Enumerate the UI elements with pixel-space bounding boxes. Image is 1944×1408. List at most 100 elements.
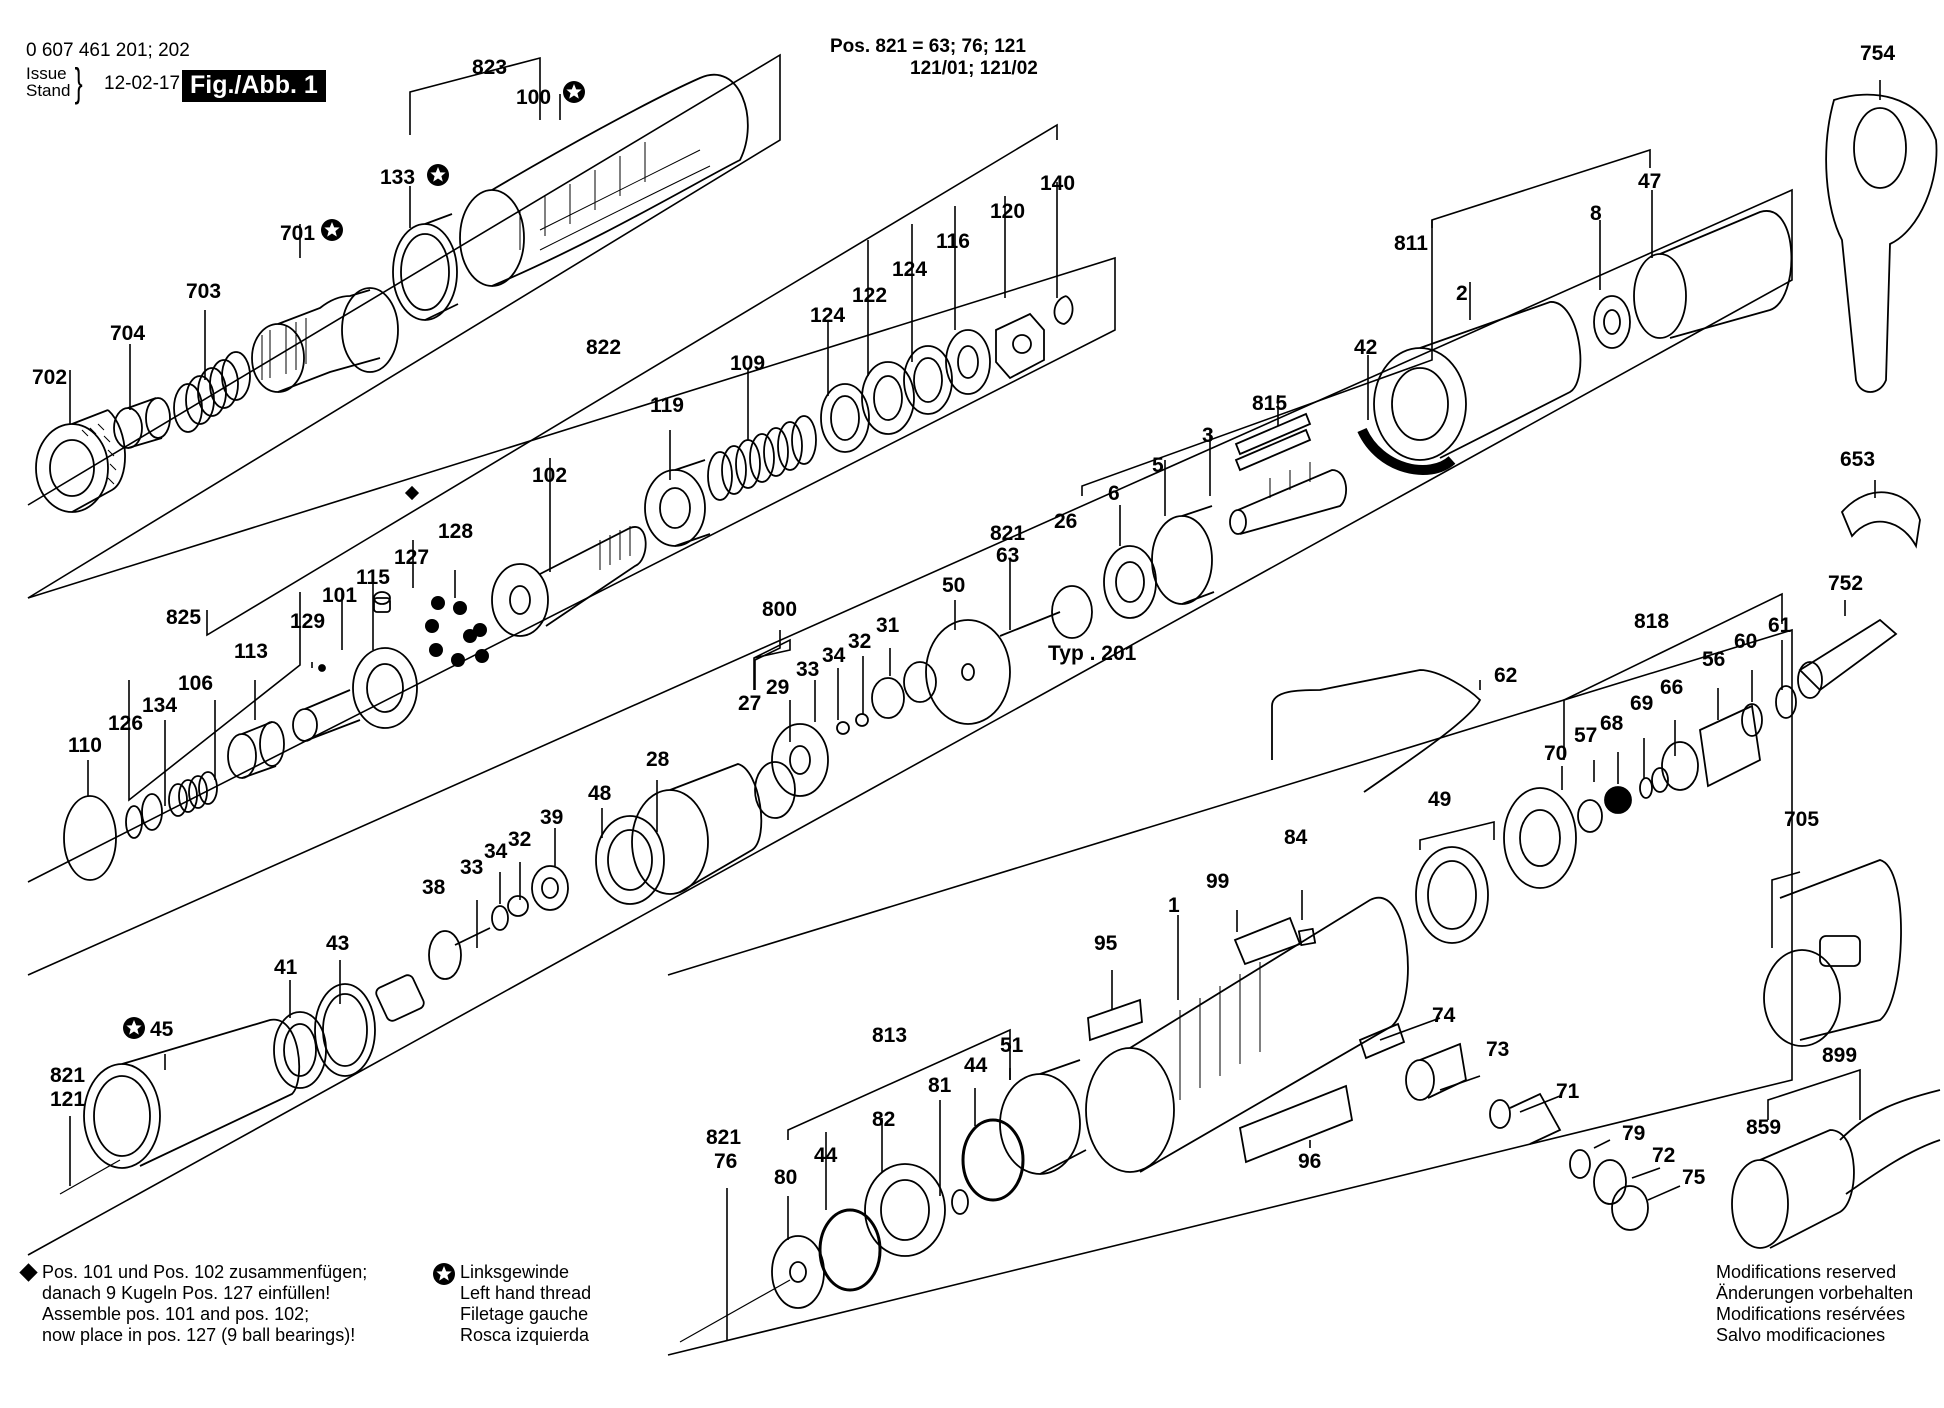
part-122-bearing bbox=[861, 361, 915, 435]
label-126: 126 bbox=[108, 712, 143, 735]
part-51-nut bbox=[999, 1059, 1087, 1175]
part-115-pin bbox=[373, 591, 391, 613]
part-43-ring bbox=[314, 983, 376, 1077]
label-113: 113 bbox=[234, 640, 268, 663]
part-5-cylinder bbox=[1151, 505, 1215, 605]
label-813: 813 bbox=[872, 1024, 907, 1047]
part-34-pin-b bbox=[855, 713, 869, 727]
label-859: 859 bbox=[1746, 1116, 1781, 1139]
label-34-b: 34 bbox=[484, 840, 508, 863]
part-34-pin bbox=[507, 895, 529, 917]
part-28-ring-gear bbox=[631, 763, 763, 895]
leader-lines bbox=[69, 56, 1881, 1340]
label-121: 121 bbox=[50, 1088, 85, 1111]
panel-2-parts bbox=[63, 295, 1074, 881]
label-76: 76 bbox=[714, 1150, 737, 1173]
part-703-spring bbox=[173, 351, 251, 433]
panel-4-outline bbox=[667, 628, 1793, 1356]
label-44-a: 44 bbox=[964, 1054, 988, 1077]
label-32-b: 32 bbox=[508, 828, 531, 851]
part-48-ring bbox=[595, 815, 665, 905]
label-2: 2 bbox=[1456, 282, 1468, 305]
stand-label: Stand bbox=[26, 81, 71, 100]
modifications-line-3: Modifications resérvées bbox=[1716, 1304, 1906, 1324]
label-74: 74 bbox=[1432, 1004, 1456, 1027]
part-124-washer-a bbox=[820, 383, 870, 453]
label-63: 63 bbox=[996, 544, 1019, 567]
part-39-gear bbox=[531, 865, 569, 911]
star-icon-100 bbox=[563, 81, 585, 103]
label-33-a: 33 bbox=[796, 658, 819, 681]
type-label: Typ . 201 bbox=[1048, 642, 1137, 665]
label-62: 62 bbox=[1494, 664, 1517, 687]
label-140: 140 bbox=[1040, 172, 1075, 195]
label-704: 704 bbox=[110, 322, 145, 345]
part-29-carrier bbox=[771, 723, 829, 797]
issue-stand-block: Issue Stand } 12-02-17 bbox=[26, 63, 180, 103]
part-50-disc bbox=[925, 619, 1011, 725]
label-32-a: 32 bbox=[848, 630, 871, 653]
modifications-line-1: Modifications reserved bbox=[1716, 1262, 1897, 1282]
label-821-c: 821 bbox=[706, 1126, 741, 1149]
part-121-pin bbox=[59, 1159, 121, 1195]
label-33-b: 33 bbox=[460, 856, 483, 879]
label-99: 99 bbox=[1206, 870, 1229, 893]
star-icon-701 bbox=[321, 219, 343, 241]
label-811: 811 bbox=[1394, 232, 1428, 255]
part-101-spindle bbox=[292, 647, 418, 742]
star-icon-133 bbox=[427, 164, 449, 186]
part-102-anvil-shaft bbox=[491, 526, 647, 637]
label-50: 50 bbox=[942, 574, 965, 597]
part-99-label bbox=[1233, 916, 1302, 966]
label-69: 69 bbox=[1630, 692, 1653, 715]
label-821-b: 821 bbox=[50, 1064, 85, 1087]
part-81-ring bbox=[951, 1189, 969, 1215]
label-119: 119 bbox=[650, 394, 684, 417]
part-62-wire bbox=[1271, 669, 1482, 793]
part-754-handle bbox=[1825, 93, 1938, 393]
part-110-ring bbox=[63, 795, 117, 881]
brace-icon: } bbox=[74, 61, 83, 105]
assembly-note-line-2: danach 9 Kugeln Pos. 127 einfüllen! bbox=[42, 1283, 331, 1303]
part-140-clip bbox=[1053, 295, 1074, 325]
modifications-note: Modifications reserved Änderungen vorbeh… bbox=[1716, 1262, 1913, 1346]
modifications-line-2: Änderungen vorbehalten bbox=[1716, 1283, 1914, 1303]
panel-1-outline bbox=[27, 53, 781, 599]
label-6: 6 bbox=[1108, 482, 1120, 505]
part-702-knurled-nut bbox=[35, 409, 126, 513]
part-95-plate bbox=[1087, 998, 1143, 1042]
label-127: 127 bbox=[394, 546, 429, 569]
label-752: 752 bbox=[1828, 572, 1863, 595]
label-71: 71 bbox=[1556, 1080, 1580, 1103]
left-hand-line-2: Left hand thread bbox=[460, 1283, 592, 1303]
label-128: 128 bbox=[438, 520, 473, 543]
part-815-blades bbox=[1234, 412, 1312, 472]
label-68: 68 bbox=[1600, 712, 1624, 735]
label-818: 818 bbox=[1634, 610, 1669, 633]
label-73: 73 bbox=[1486, 1038, 1509, 1061]
label-49: 49 bbox=[1428, 788, 1451, 811]
label-8: 8 bbox=[1590, 202, 1602, 225]
assembly-note: Pos. 101 und Pos. 102 zusammenfügen; dan… bbox=[19, 1262, 367, 1346]
right-parts bbox=[1503, 93, 1941, 1249]
label-38: 38 bbox=[422, 876, 446, 899]
part-72-75-nuts bbox=[1593, 1159, 1649, 1231]
panel-3-outline bbox=[27, 188, 1793, 1256]
label-75: 75 bbox=[1682, 1166, 1706, 1189]
part-27-gear bbox=[754, 761, 796, 819]
part-899-hose bbox=[1731, 1089, 1941, 1249]
part-704-sleeve bbox=[113, 397, 171, 449]
figure-badge: Fig./Abb. 1 bbox=[182, 70, 326, 102]
position-note-line-2: 121/01; 121/02 bbox=[910, 58, 1038, 79]
diamond-icon-127 bbox=[404, 485, 420, 501]
part-109-spring bbox=[707, 415, 817, 501]
label-29: 29 bbox=[766, 676, 789, 699]
label-34-a: 34 bbox=[822, 644, 846, 667]
label-82: 82 bbox=[872, 1108, 895, 1131]
label-1: 1 bbox=[1168, 894, 1180, 917]
part-653-clip bbox=[1840, 491, 1921, 549]
label-3: 3 bbox=[1202, 424, 1214, 447]
label-100: 100 bbox=[516, 86, 551, 109]
label-134: 134 bbox=[142, 694, 177, 717]
label-705: 705 bbox=[1784, 808, 1819, 831]
